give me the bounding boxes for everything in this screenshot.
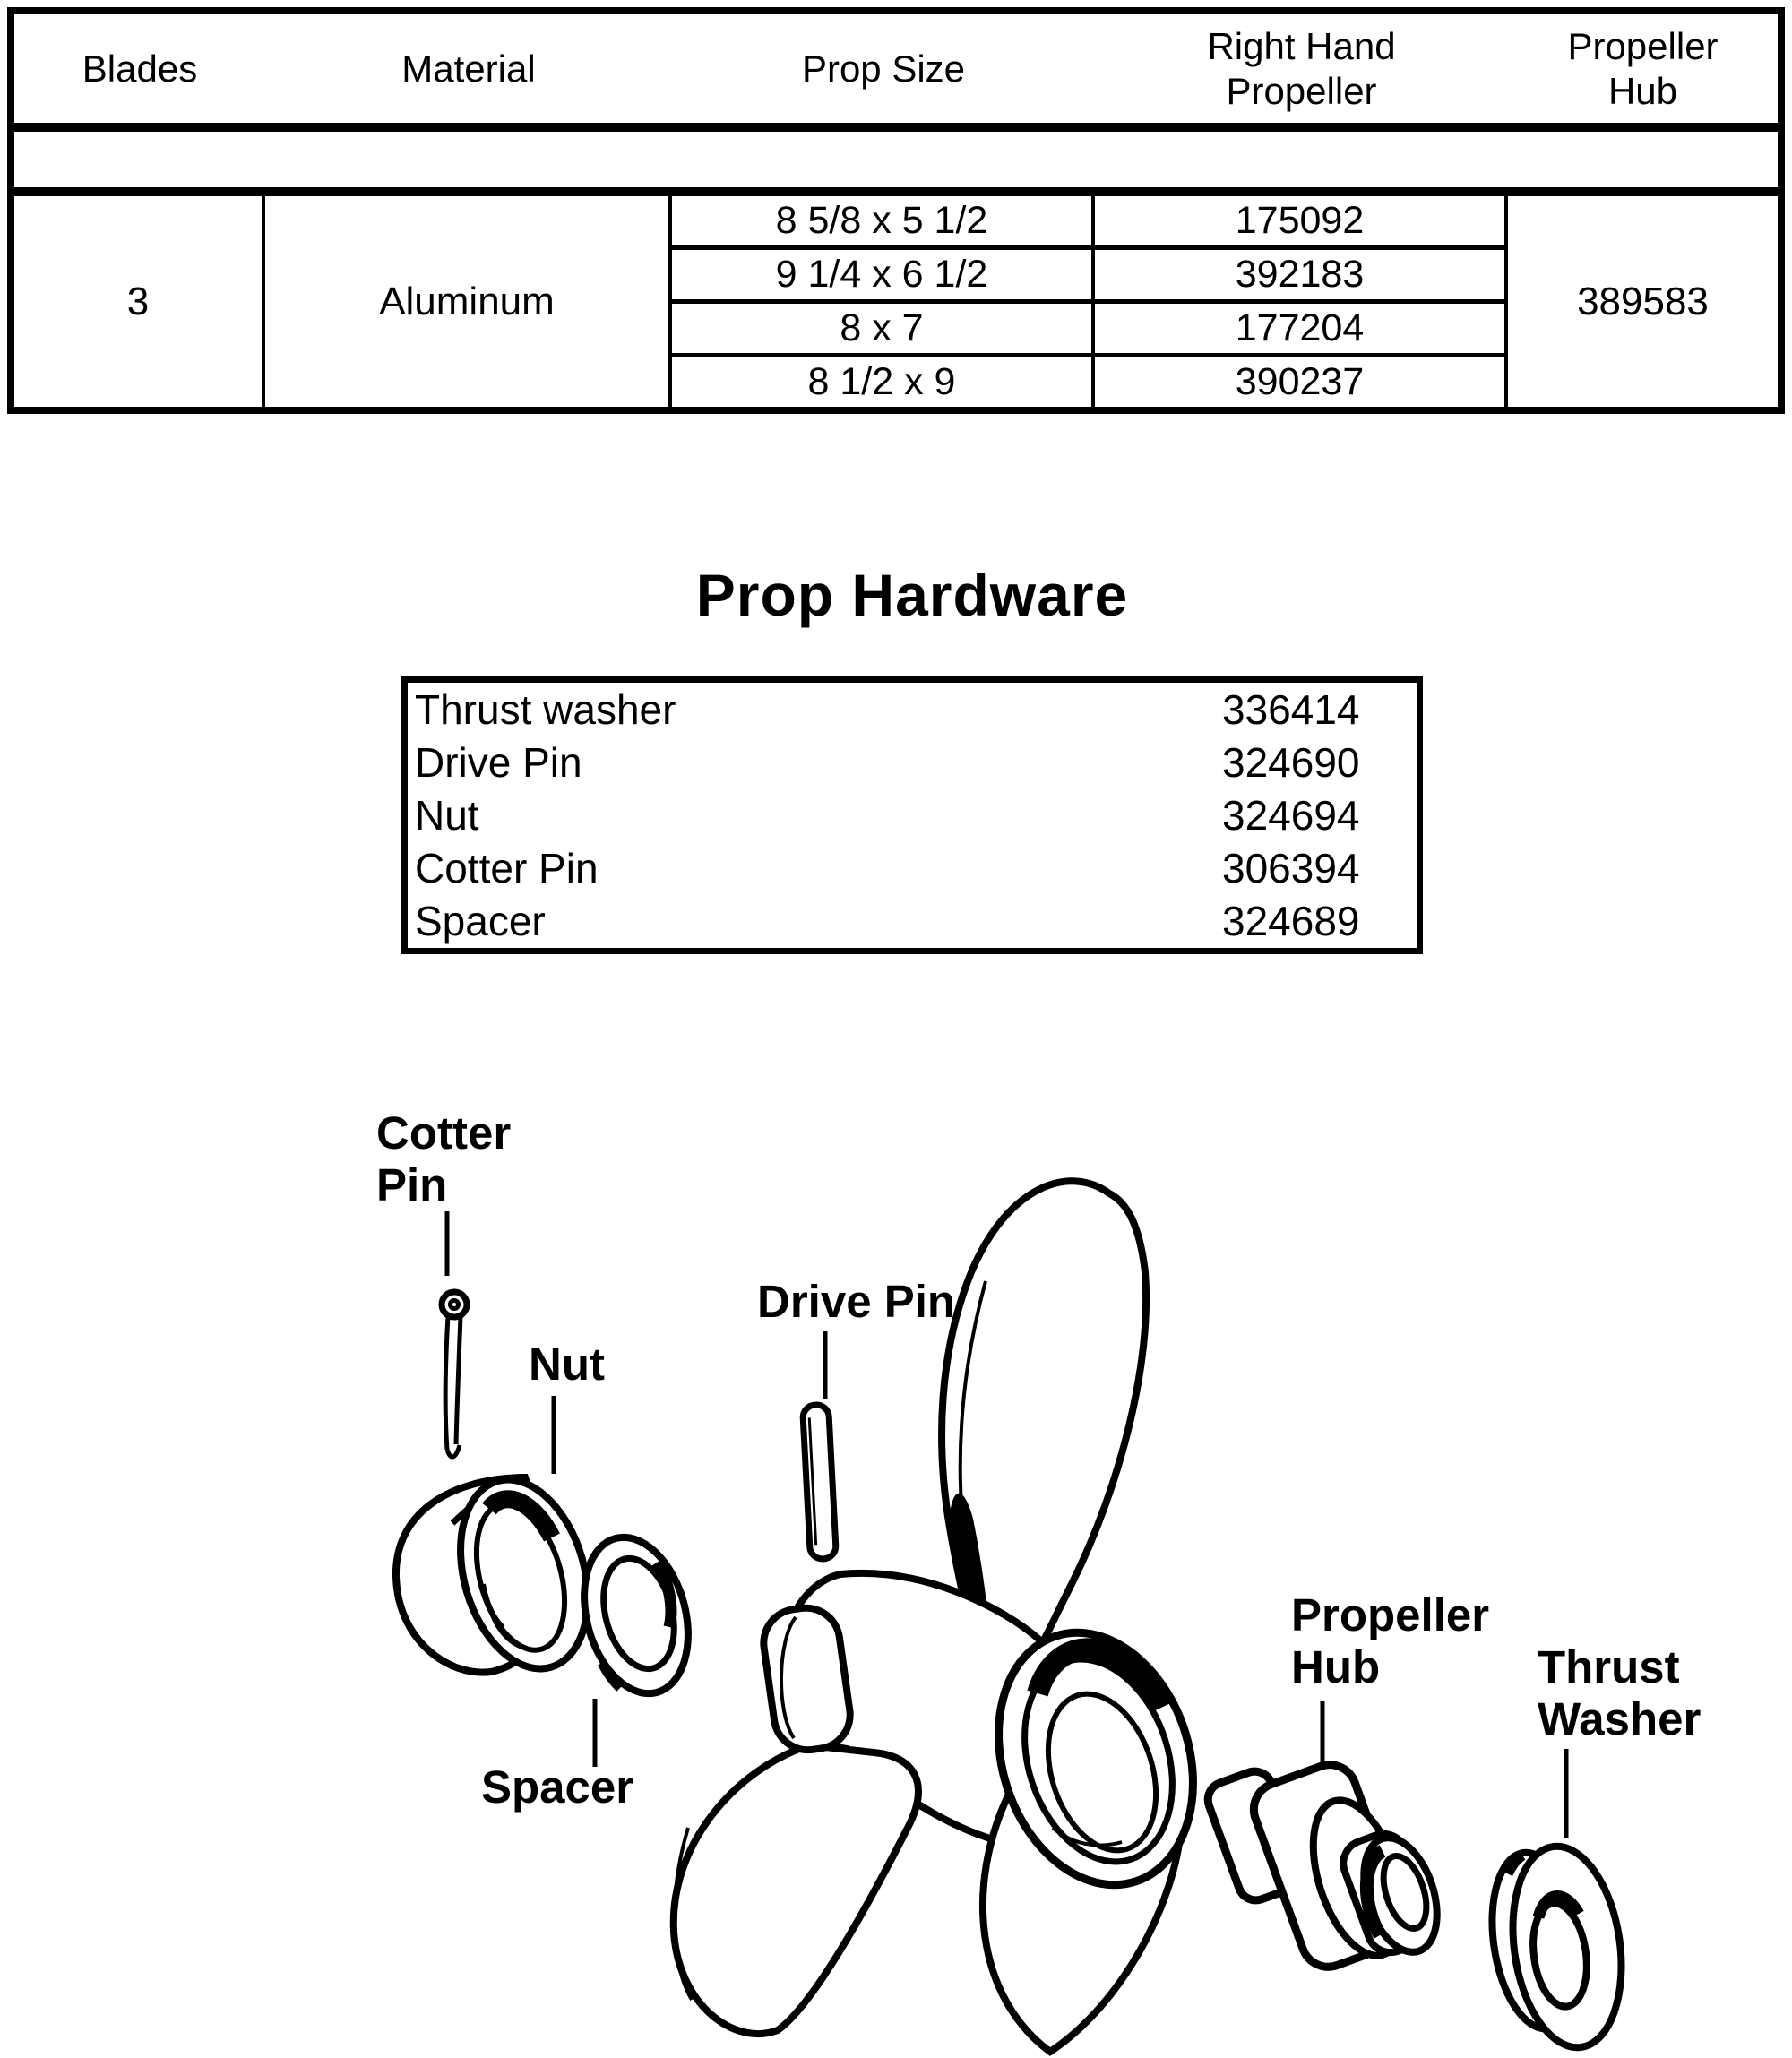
header-hub-line1: Propeller — [1567, 25, 1719, 68]
hardware-name: Cotter Pin — [415, 845, 599, 892]
hardware-row: Nut 324694 — [408, 788, 1417, 841]
header-hub-line2: Hub — [1607, 69, 1678, 112]
prop-hardware-title: Prop Hardware — [695, 562, 1129, 628]
cell-prop-size: 8 5/8 x 5 1/2 — [672, 196, 1091, 250]
column-prop-sizes: 8 5/8 x 5 1/2 9 1/4 x 6 1/2 8 x 7 8 1/2 … — [672, 196, 1095, 407]
header-propeller-hub: Propeller Hub — [1508, 14, 1778, 123]
label-propeller-hub-line1: Propeller — [1291, 1589, 1489, 1640]
hardware-row: Spacer 324689 — [408, 895, 1417, 948]
cell-prop-size: 9 1/4 x 6 1/2 — [672, 250, 1091, 304]
hardware-part-number: 306394 — [1222, 845, 1360, 892]
propeller-hub-illustration — [1203, 1761, 1441, 1971]
label-spacer: Spacer — [481, 1761, 633, 1813]
cell-propeller-part: 390237 — [1235, 360, 1365, 403]
drive-pin-illustration — [799, 1401, 840, 1563]
hardware-part-number: 324694 — [1222, 791, 1360, 839]
hardware-row: Drive Pin 324690 — [408, 736, 1417, 788]
cell-prop-size: 8 1/2 x 9 — [807, 360, 956, 403]
label-drive-pin: Drive Pin — [757, 1276, 955, 1327]
header-blades: Blades — [82, 47, 198, 90]
column-propeller-parts: 175092 392183 177204 390237 — [1095, 196, 1508, 407]
cell-blades: 3 — [14, 196, 265, 407]
exploded-view-diagram: Cotter Pin Nut Drive Pin Spacer Propelle… — [376, 1107, 1701, 2056]
hardware-name: Spacer — [415, 898, 546, 945]
hardware-part-number: 324690 — [1222, 738, 1360, 786]
cell-propeller-part: 392183 — [1095, 250, 1504, 304]
label-nut: Nut — [529, 1339, 605, 1390]
hardware-part-number: 324689 — [1222, 898, 1360, 945]
label-cotter-pin-line1: Cotter — [376, 1107, 511, 1158]
header-right-hand-propeller: Right Hand Propeller — [1095, 14, 1508, 123]
propeller-illustration — [669, 1177, 1197, 2056]
hardware-row: Thrust washer 336414 — [408, 683, 1417, 736]
cotter-pin-illustration — [438, 1288, 470, 1460]
header-material: Material — [401, 47, 536, 90]
nut-illustration — [392, 1473, 591, 1676]
header-right-hand-line2: Propeller — [1226, 69, 1377, 112]
propeller-spec-table: Blades Material Prop Size Right Hand Pro… — [7, 7, 1785, 414]
cell-hub-part: 389583 — [1577, 279, 1709, 323]
hardware-name: Drive Pin — [415, 738, 582, 786]
header-prop-size: Prop Size — [801, 47, 966, 90]
spacer-illustration — [581, 1533, 692, 1698]
prop-hardware-table: Thrust washer 336414 Drive Pin 324690 Nu… — [401, 676, 1423, 954]
cell-propeller-part: 177204 — [1095, 304, 1504, 357]
label-thrust-washer-line1: Thrust — [1538, 1641, 1680, 1692]
spec-table-empty-row — [14, 132, 1778, 196]
label-cotter-pin-line2: Pin — [376, 1159, 447, 1210]
hardware-row: Cotter Pin 306394 — [408, 842, 1417, 895]
cell-propeller-part: 175092 — [1095, 196, 1504, 250]
cell-prop-size: 8 x 7 — [672, 304, 1091, 357]
header-right-hand-line1: Right Hand — [1207, 25, 1396, 68]
spec-table-header-row: Blades Material Prop Size Right Hand Pro… — [14, 14, 1778, 133]
label-thrust-washer-line2: Washer — [1538, 1693, 1701, 1744]
hardware-name: Thrust washer — [415, 685, 676, 733]
thrust-washer-illustration — [1488, 1842, 1625, 2052]
cell-material: Aluminum — [265, 196, 672, 407]
hardware-part-number: 336414 — [1222, 685, 1360, 733]
spec-table-data-row: 3 Aluminum 8 5/8 x 5 1/2 9 1/4 x 6 1/2 8… — [14, 196, 1778, 407]
label-propeller-hub-line2: Hub — [1291, 1641, 1380, 1692]
hardware-name: Nut — [415, 791, 479, 839]
